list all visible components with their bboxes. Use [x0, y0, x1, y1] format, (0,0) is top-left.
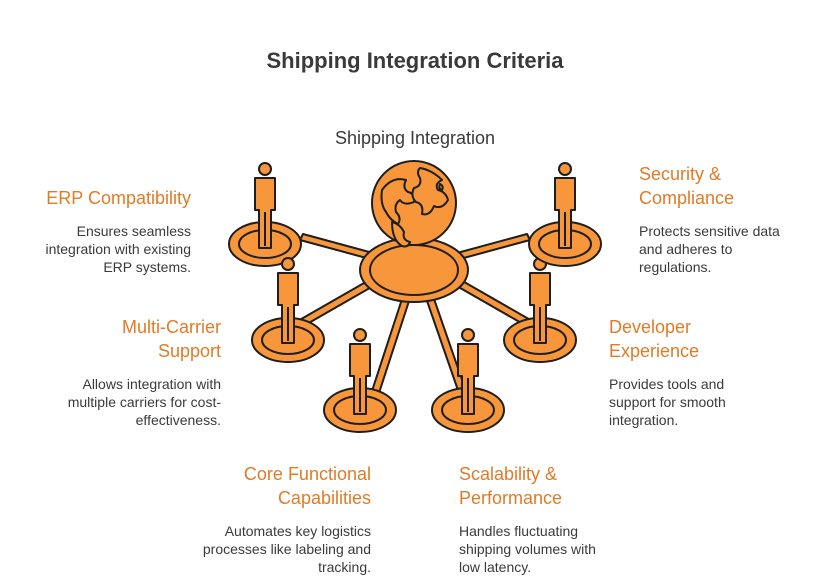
criterion-title: ERP Compatibility [46, 188, 191, 208]
person-icon [528, 162, 602, 267]
criterion-description: Provides tools and support for smooth in… [609, 376, 726, 428]
page-title: Shipping Integration Criteria [266, 48, 564, 73]
criterion-title: Security & Compliance [639, 164, 735, 208]
criterion-title: Multi-Carrier Support [122, 317, 221, 361]
criterion-scalability-performance: Scalability & Performance Handles fluctu… [459, 462, 619, 576]
person-icon [503, 257, 577, 363]
globe-icon [371, 160, 457, 248]
person-icon [431, 328, 505, 433]
person-icon [251, 257, 325, 363]
criterion-title: Scalability & Performance [459, 464, 563, 508]
center-label: Shipping Integration [334, 128, 496, 148]
criterion-title: Developer Experience [609, 317, 700, 361]
person-icon [323, 328, 397, 433]
spoke-core [370, 295, 411, 397]
criterion-description: Handles fluctuating shipping volumes wit… [459, 523, 596, 575]
criterion-core-functional-capabilities: Core Functional Capabilities Automates k… [201, 462, 371, 576]
criterion-description: Allows integration with multiple carrier… [67, 376, 221, 428]
criterion-description: Ensures seamless integration with existi… [45, 223, 191, 275]
spoke-security [456, 233, 531, 260]
person-icon [228, 162, 302, 267]
criterion-erp-compatibility: ERP Compatibility Ensures seamless integ… [0, 186, 191, 276]
criterion-developer-experience: Developer Experience Provides tools and … [609, 315, 749, 429]
criterion-security-compliance: Security & Compliance Protects sensitive… [639, 162, 804, 276]
criterion-title: Core Functional Capabilities [243, 464, 371, 508]
criterion-multi-carrier-support: Multi-Carrier Support Allows integration… [46, 315, 221, 429]
spoke-erp [299, 233, 374, 260]
criterion-description: Protects sensitive data and adheres to r… [639, 223, 780, 275]
criterion-description: Automates key logistics processes like l… [202, 523, 371, 575]
